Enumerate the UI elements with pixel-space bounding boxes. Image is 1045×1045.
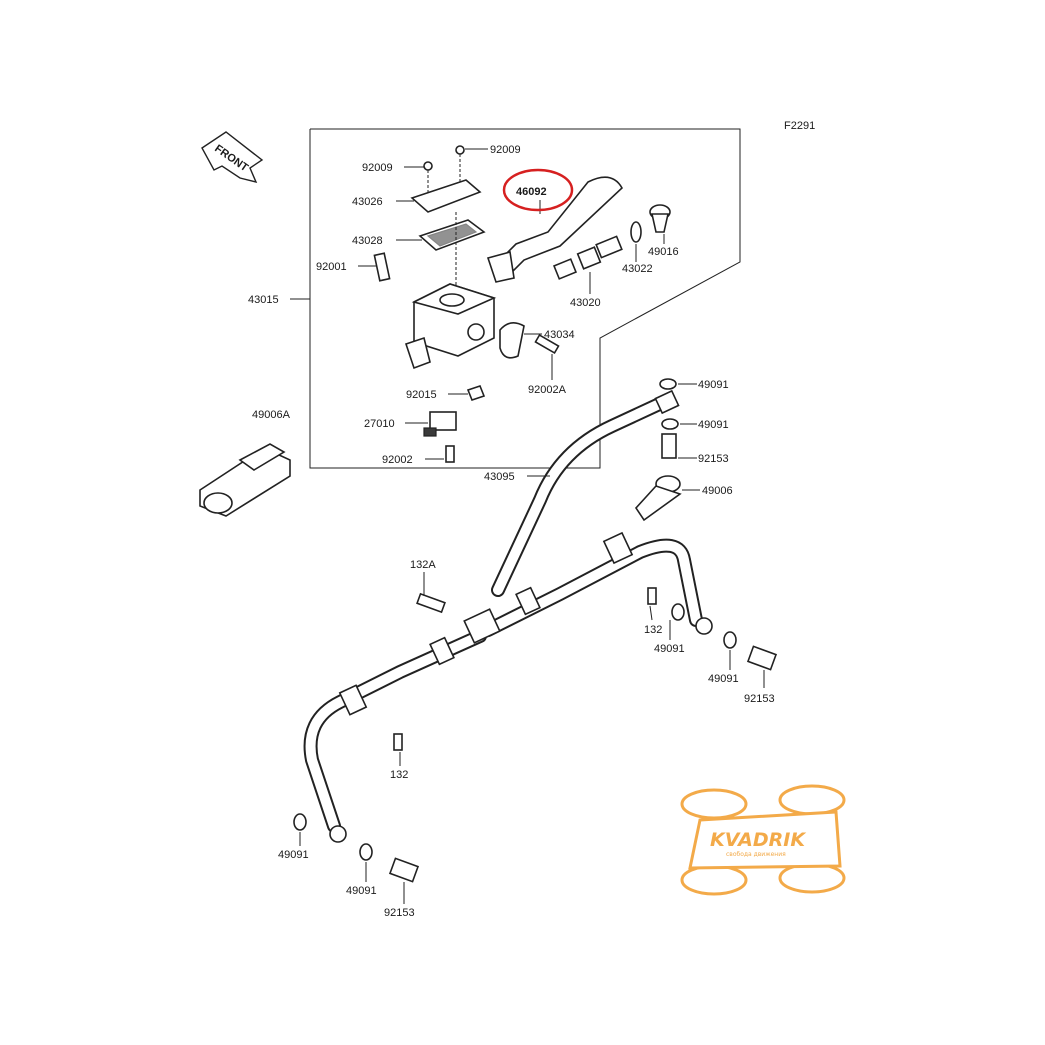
logo-brand: KVADRIK bbox=[710, 829, 806, 851]
label-43028: 43028 bbox=[352, 235, 383, 247]
screw-92009-left bbox=[423, 161, 433, 196]
bolt-132-right bbox=[647, 587, 657, 605]
logo-wheel-icon bbox=[680, 784, 846, 896]
label-49006: 49006 bbox=[702, 485, 733, 497]
label-49091-left2: 49091 bbox=[346, 885, 377, 897]
washer-49091-top1 bbox=[659, 378, 677, 390]
label-46092: 46092 bbox=[516, 186, 547, 198]
figure-code: F2291 bbox=[784, 120, 815, 132]
label-92001: 92001 bbox=[316, 261, 347, 273]
boot-49016 bbox=[649, 204, 671, 233]
label-43020: 43020 bbox=[570, 297, 601, 309]
label-92153-left: 92153 bbox=[384, 907, 415, 919]
brake-switch-27010 bbox=[423, 411, 457, 437]
kvadrik-logo: KVADRIK свобода движения bbox=[680, 784, 846, 896]
reservoir-cap-49006A bbox=[199, 443, 291, 517]
bolt-92153-left bbox=[388, 857, 420, 883]
brake-hose-43095 bbox=[303, 389, 703, 833]
bolt-92001 bbox=[373, 252, 391, 282]
bolt-132-left bbox=[393, 733, 403, 751]
label-132A: 132A bbox=[410, 559, 436, 571]
label-132-left: 132 bbox=[390, 769, 408, 781]
master-cylinder-body bbox=[404, 283, 497, 370]
washer-49091-top2 bbox=[661, 418, 679, 430]
label-92002A: 92002A bbox=[528, 384, 567, 396]
label-49016: 49016 bbox=[648, 246, 679, 258]
washer-49091-left2 bbox=[359, 843, 373, 861]
washer-49091-right2 bbox=[723, 631, 737, 649]
label-43034: 43034 bbox=[544, 329, 575, 341]
nut-92015 bbox=[466, 385, 486, 401]
circlip-43022 bbox=[630, 221, 642, 243]
label-49091-top2: 49091 bbox=[698, 419, 729, 431]
piston-assy-43020 bbox=[552, 235, 623, 280]
assembly-boundary bbox=[309, 128, 741, 469]
label-92015: 92015 bbox=[406, 389, 437, 401]
banjo-right-end bbox=[695, 617, 713, 635]
label-27010: 27010 bbox=[364, 418, 395, 430]
bolt-92002A bbox=[534, 333, 560, 355]
label-43022: 43022 bbox=[622, 263, 653, 275]
banjo-left-end bbox=[329, 825, 347, 843]
label-92009-right: 92009 bbox=[490, 144, 521, 156]
bolt-92153-right bbox=[746, 645, 778, 671]
label-49091-top1: 49091 bbox=[698, 379, 729, 391]
label-49091-right2: 49091 bbox=[708, 673, 739, 685]
front-arrow-icon: FRONT bbox=[201, 131, 264, 184]
screw-92009-right bbox=[455, 145, 465, 182]
highlight-circle-46092 bbox=[502, 168, 574, 212]
label-132-right: 132 bbox=[644, 624, 662, 636]
brake-lever-46092 bbox=[486, 176, 624, 283]
washer-49091-left1 bbox=[293, 813, 307, 831]
bolt-132A bbox=[416, 592, 446, 614]
label-43095: 43095 bbox=[484, 471, 515, 483]
label-92153-top: 92153 bbox=[698, 453, 729, 465]
clamp-43034 bbox=[499, 322, 525, 359]
diaphragm-inner bbox=[426, 223, 478, 247]
label-43026: 43026 bbox=[352, 196, 383, 208]
washer-49091-right1 bbox=[671, 603, 685, 621]
label-49091-left1: 49091 bbox=[278, 849, 309, 861]
label-92153-right: 92153 bbox=[744, 693, 775, 705]
banjo-fitting-49006 bbox=[634, 475, 682, 522]
label-92009-left: 92009 bbox=[362, 162, 393, 174]
bolt-92153-top bbox=[661, 433, 677, 459]
label-43015: 43015 bbox=[248, 294, 279, 306]
part-labels: 92009 92009 46092 43026 43028 92001 4301… bbox=[248, 144, 775, 919]
logo-tagline: свобода движения bbox=[726, 851, 786, 858]
label-49006A: 49006A bbox=[252, 409, 291, 421]
label-49091-right1: 49091 bbox=[654, 643, 685, 655]
label-92002: 92002 bbox=[382, 454, 413, 466]
screw-92002 bbox=[445, 445, 455, 463]
leader-lines bbox=[290, 148, 765, 904]
reservoir-cap-43026 bbox=[410, 179, 482, 213]
